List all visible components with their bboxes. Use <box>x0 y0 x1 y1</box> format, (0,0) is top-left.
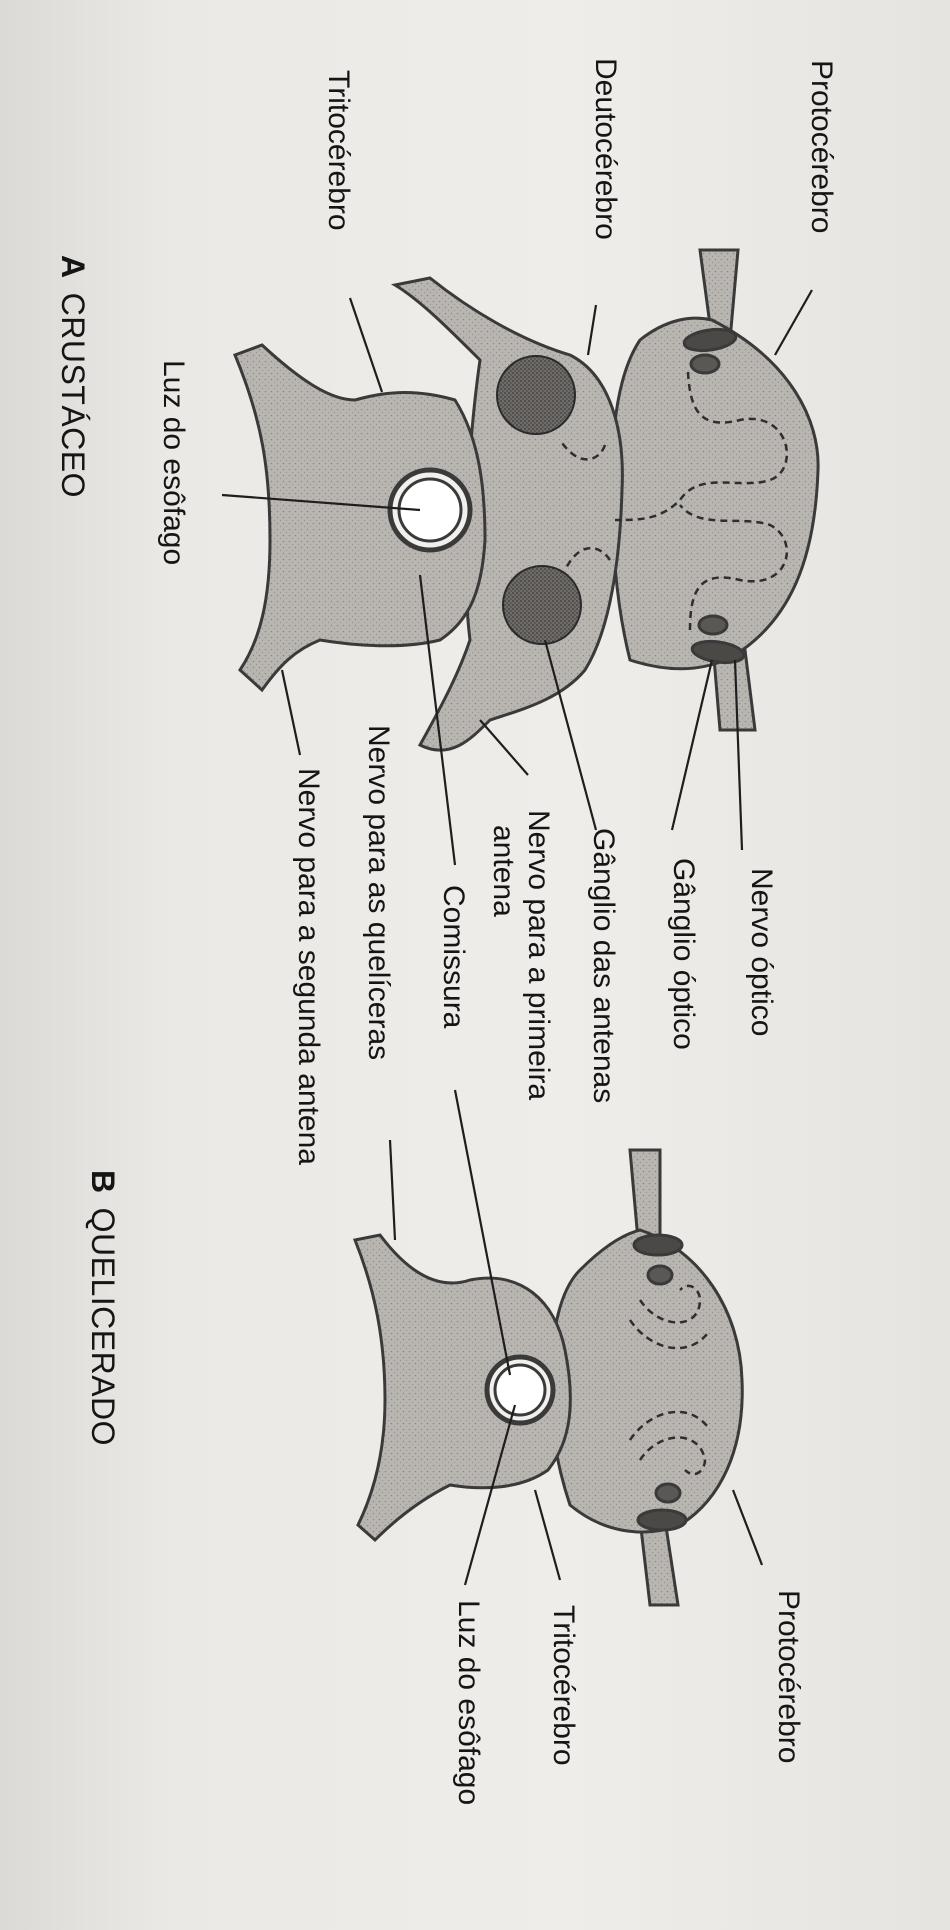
panel-b-letter: B <box>85 1170 121 1194</box>
crustacean-antenna-ganglion-1 <box>496 355 576 435</box>
label-a-luz-esofago: Luz do esôfago <box>157 360 190 566</box>
panel-b-title: B QUELICERADO <box>85 1170 121 1447</box>
label-a-comissura: Comissura <box>437 885 470 1029</box>
chelicerate-nerve-top <box>628 1148 662 1242</box>
label-a-tritocerebro: Tritocérebro <box>322 70 355 231</box>
label-a-nervo-queliceras: Nervo para as quelíceras <box>362 725 395 1061</box>
panel-b-name: QUELICERADO <box>85 1207 121 1447</box>
crustacean-optic-ganglion-1 <box>682 327 738 353</box>
panel-a-title: A CRUSTÁCEO <box>55 255 91 499</box>
label-a-ganglio-optico: Gânglio óptico <box>667 858 700 1050</box>
chelicerate-tritocerebrum <box>352 1233 572 1543</box>
label-a-deutocerebro: Deutocérebro <box>589 58 622 240</box>
panel-a-letter: A <box>55 255 91 279</box>
crustacean-protocerebrum <box>610 316 820 671</box>
leader-lines <box>221 289 813 1586</box>
label-a-nervo-primeira-antena-2: antena <box>487 825 520 917</box>
chelicerate-brain <box>352 1148 744 1607</box>
crustacean-brain <box>233 248 820 752</box>
label-a-nervo-segunda-antena: Nervo para a segunda antena <box>292 768 325 1165</box>
crustacean-optic-ganglion-2 <box>690 639 746 665</box>
label-a-ganglio-antenas: Gânglio das antenas <box>587 828 620 1104</box>
label-a-nervo-primeira-antena-1: Nervo para a primeira <box>522 810 555 1101</box>
label-b-protocerebro: Protocérebro <box>772 1590 805 1764</box>
panel-a-name: CRUSTÁCEO <box>55 292 91 499</box>
label-b-tritocerebro: Tritocérebro <box>547 1605 580 1766</box>
label-a-nervo-optico: Nervo óptico <box>745 868 778 1037</box>
crustacean-antenna-ganglion-2 <box>502 565 582 645</box>
chelicerate-protocerebrum <box>548 1228 744 1534</box>
label-b-luz-esofago: Luz do esôfago <box>452 1600 485 1806</box>
label-a-protocerebro: Protocérebro <box>805 60 838 234</box>
